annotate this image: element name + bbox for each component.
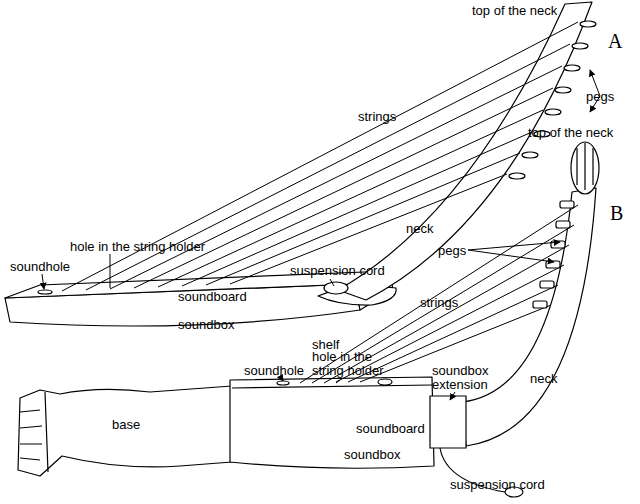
part-label: soundboard <box>356 422 425 436</box>
harp-b-soundbox <box>230 377 434 468</box>
part-label: pegs <box>438 244 466 258</box>
part-label: pegs <box>586 90 614 104</box>
soundhole-a <box>38 290 52 294</box>
part-label: soundhole <box>10 260 70 274</box>
part-label: strings <box>358 110 396 124</box>
suspension-cord-loop <box>324 282 348 294</box>
harp-b-head-lines <box>577 143 593 190</box>
part-label: top of the neck <box>528 126 613 140</box>
harp-b-neck <box>462 188 596 446</box>
part-label: top of the neck <box>472 4 557 18</box>
part-label: soundbox <box>344 448 400 462</box>
harp-b-toes <box>20 392 48 472</box>
part-label: soundhole <box>244 364 304 378</box>
harp-a-strings <box>62 22 578 291</box>
part-label: soundboard <box>178 290 247 304</box>
soundhole-b <box>277 381 289 385</box>
part-label: neck <box>406 222 433 236</box>
part-label: suspension cord <box>450 478 545 492</box>
harp-b-extension <box>430 396 466 448</box>
part-label: neck <box>530 372 557 386</box>
figure-letter: A <box>608 30 622 52</box>
part-label: suspension cord <box>290 264 385 278</box>
part-label: hole in the string holder <box>70 240 205 254</box>
harp-b-soundboard <box>232 385 432 388</box>
harp-b-head <box>571 142 599 194</box>
harp-a-neck <box>338 2 592 300</box>
part-label: soundbox <box>178 318 234 332</box>
soundhole-b2 <box>378 379 392 385</box>
part-label: hole in the string holder <box>312 350 402 378</box>
harp-b-strings <box>300 205 578 383</box>
part-label: strings <box>420 296 458 310</box>
harp-b-pegs <box>533 201 574 308</box>
figure-letter: B <box>610 202 623 224</box>
leader-lines <box>42 70 600 400</box>
part-label: soundbox extension <box>432 364 502 392</box>
part-label: base <box>112 418 140 432</box>
harp-b-base <box>18 386 232 476</box>
